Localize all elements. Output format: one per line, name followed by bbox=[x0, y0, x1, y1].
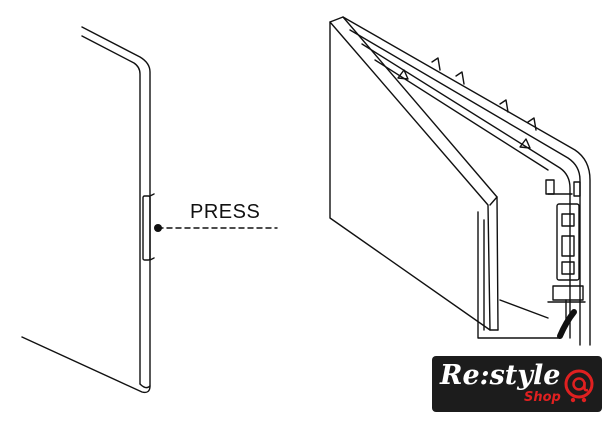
closed-plate bbox=[21, 26, 155, 394]
open-assembly bbox=[329, 16, 591, 346]
logo-sub-text: Shop bbox=[524, 390, 561, 405]
press-callout bbox=[154, 224, 278, 232]
at-sign-cart-icon bbox=[564, 369, 594, 403]
frame-mechanism bbox=[545, 179, 586, 321]
logo-main-text: Re:style bbox=[440, 360, 561, 391]
press-label: PRESS bbox=[190, 201, 261, 223]
restyle-shop-logo: Re:style Shop bbox=[432, 356, 602, 412]
